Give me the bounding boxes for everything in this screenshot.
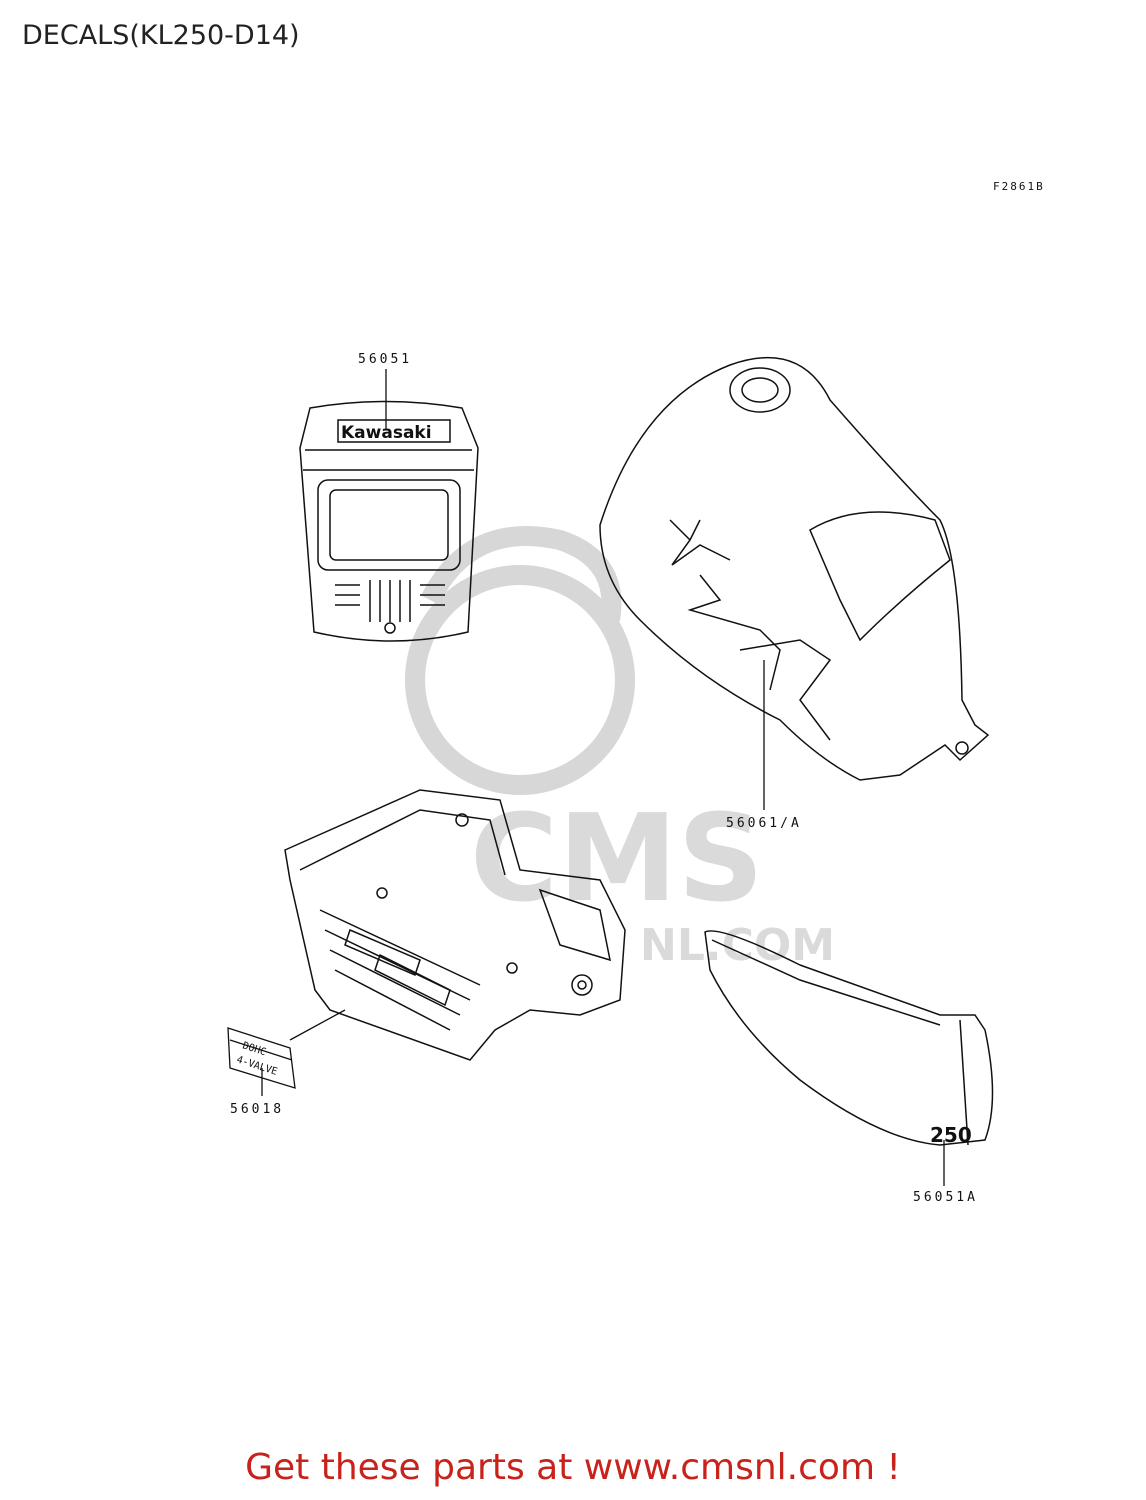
page-title: DECALS(KL250-D14) — [22, 20, 300, 51]
figure-code: F2861B — [993, 180, 1045, 193]
headlight-decal-text: Kawasaki — [341, 423, 432, 443]
watermark: CMS NL.COM — [405, 526, 835, 971]
cylinder-head-drawing — [284, 789, 626, 1061]
engine-decal-line2: 4-VALVE — [235, 1054, 278, 1077]
watermark-domain-text: NL.COM — [640, 920, 835, 971]
side-cover-drawing — [704, 930, 994, 1146]
fuel-tank-drawing — [599, 357, 990, 781]
part-number-56018[interactable]: 56018 — [230, 1102, 285, 1117]
engine-decal-drawing — [227, 1027, 296, 1089]
cmsnl-promo-link[interactable]: Get these parts at www.cmsnl.com ! — [245, 1447, 901, 1488]
headlight-cowl-drawing — [299, 400, 479, 642]
leader-line-56018-to-head — [289, 1009, 346, 1041]
leader-lines — [261, 369, 945, 1186]
part-number-56061-a[interactable]: 56061/A — [726, 816, 802, 831]
side-cover-decal-text: 250 — [930, 1123, 972, 1147]
part-number-56051a[interactable]: 56051A — [913, 1190, 978, 1205]
watermark-brand-text: CMS — [470, 790, 764, 929]
part-number-56051[interactable]: 56051 — [358, 352, 413, 367]
